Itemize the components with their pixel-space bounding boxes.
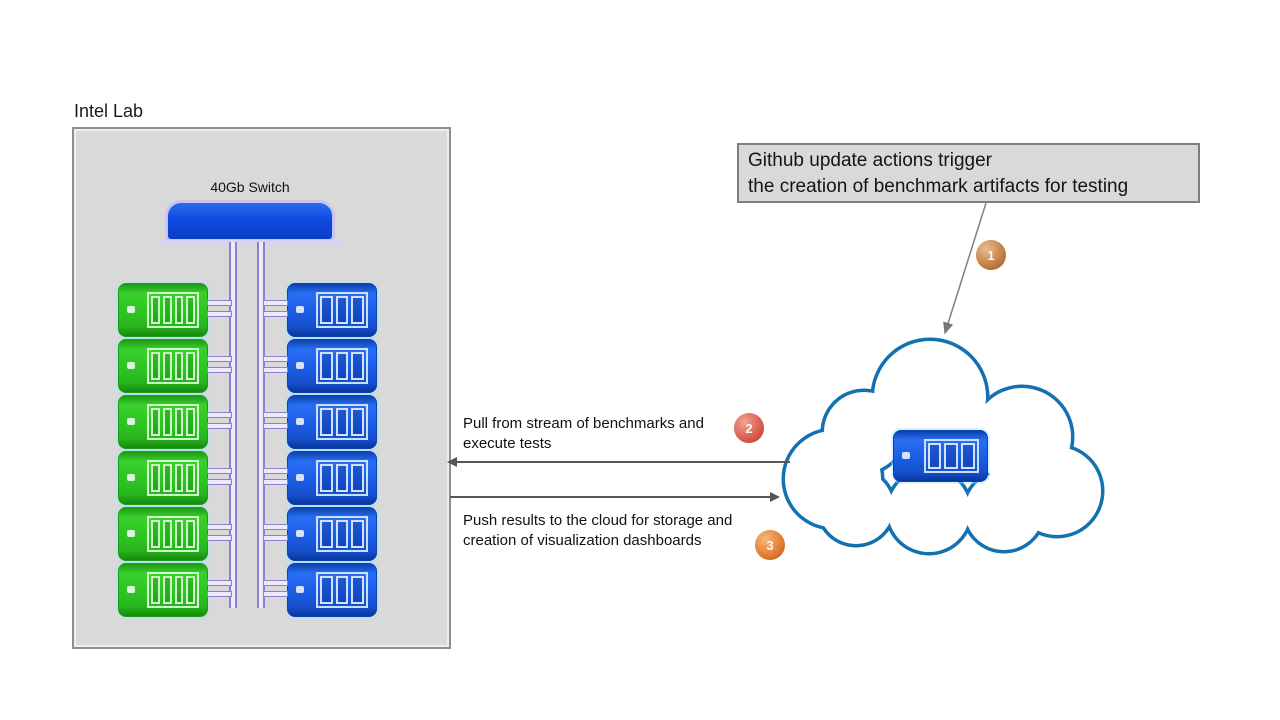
step-badge-2: 2 bbox=[734, 413, 764, 443]
push-line2: creation of visualization dashboards bbox=[463, 532, 702, 549]
github-note-box: Github update actions trigger the creati… bbox=[737, 143, 1200, 203]
github-note-line1: Github update actions trigger bbox=[748, 150, 992, 171]
server-node-green-icon bbox=[118, 339, 232, 393]
power-led bbox=[126, 529, 135, 537]
pull-arrow-line bbox=[456, 461, 790, 463]
server-node-blue-icon bbox=[263, 451, 377, 505]
drive-bays bbox=[316, 348, 369, 384]
drive-bays bbox=[316, 460, 369, 496]
drive-bays bbox=[147, 404, 200, 440]
power-led bbox=[295, 305, 304, 313]
push-arrowhead bbox=[770, 492, 780, 502]
power-led bbox=[126, 473, 135, 481]
drive-bays bbox=[316, 516, 369, 552]
push-arrow-line bbox=[450, 496, 772, 498]
green-server-rack bbox=[118, 283, 232, 617]
github-note-line2: the creation of benchmark artifacts for … bbox=[748, 176, 1129, 197]
drive-bays bbox=[316, 404, 369, 440]
pull-annotation: Pull from stream of benchmarks and execu… bbox=[463, 414, 704, 454]
drive-bays bbox=[147, 292, 200, 328]
server-node-green-icon bbox=[118, 563, 232, 617]
network-switch-icon bbox=[160, 200, 340, 246]
drive-bays bbox=[923, 439, 979, 473]
drive-bays bbox=[147, 572, 200, 608]
server-node-green-icon bbox=[118, 283, 232, 337]
power-led bbox=[295, 361, 304, 369]
lab-title: Intel Lab bbox=[74, 101, 144, 121]
power-led bbox=[126, 585, 135, 593]
power-led bbox=[295, 473, 304, 481]
drive-bays bbox=[147, 348, 200, 384]
drive-bays bbox=[316, 292, 369, 328]
server-node-green-icon bbox=[118, 507, 232, 561]
drive-bays bbox=[316, 572, 369, 608]
push-annotation: Push results to the cloud for storage an… bbox=[463, 511, 732, 551]
power-led bbox=[126, 417, 135, 425]
trigger-arrow bbox=[943, 202, 987, 335]
server-node-blue-icon bbox=[263, 507, 377, 561]
server-node-green-icon bbox=[118, 451, 232, 505]
step-badge-1: 1 bbox=[976, 240, 1006, 270]
pull-line2: execute tests bbox=[463, 435, 552, 452]
blue-server-rack bbox=[263, 283, 377, 617]
drive-bays bbox=[147, 516, 200, 552]
pull-line1: Pull from stream of benchmarks and bbox=[463, 415, 704, 432]
power-led bbox=[902, 452, 911, 459]
pull-arrowhead bbox=[447, 457, 457, 467]
power-led bbox=[295, 585, 304, 593]
step-badge-3: 3 bbox=[755, 530, 785, 560]
server-node-green-icon bbox=[118, 395, 232, 449]
server-node-blue-icon bbox=[263, 339, 377, 393]
server-node-blue-icon bbox=[263, 283, 377, 337]
power-led bbox=[295, 417, 304, 425]
cloud-server-icon bbox=[893, 430, 988, 482]
drive-bays bbox=[147, 460, 200, 496]
server-node-blue-icon bbox=[263, 395, 377, 449]
power-led bbox=[126, 305, 135, 313]
intel-lab-box: 40Gb Switch bbox=[72, 127, 451, 649]
server-node-blue-icon bbox=[263, 563, 377, 617]
switch-label: 40Gb Switch bbox=[210, 179, 290, 195]
cloud-icon bbox=[781, 337, 1105, 556]
power-led bbox=[126, 361, 135, 369]
push-line1: Push results to the cloud for storage an… bbox=[463, 512, 733, 529]
power-led bbox=[295, 529, 304, 537]
